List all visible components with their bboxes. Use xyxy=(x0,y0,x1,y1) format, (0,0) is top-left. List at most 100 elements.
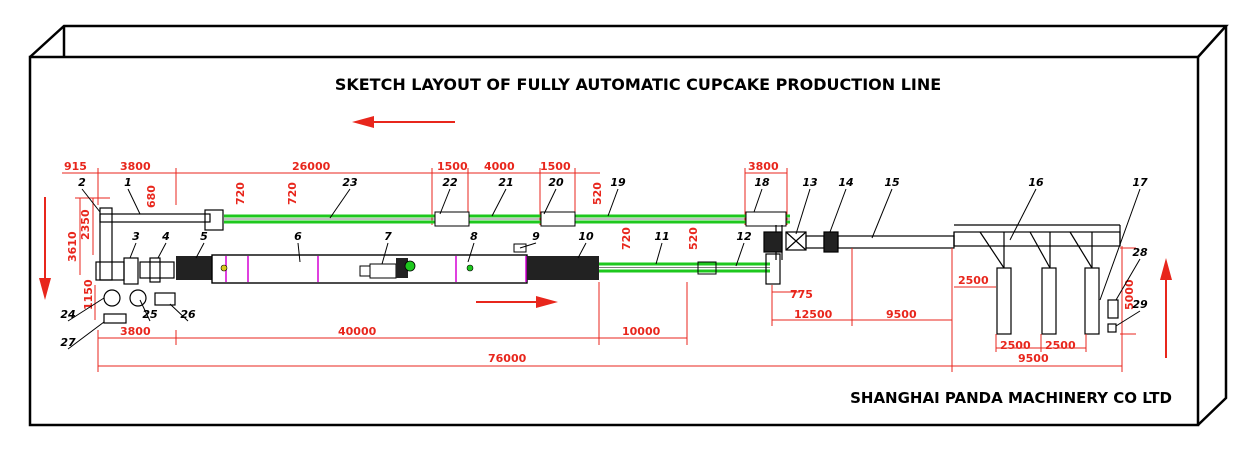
callout-18: 18 xyxy=(754,176,770,189)
dim-9500-a: 9500 xyxy=(886,308,917,321)
callout-leader-7 xyxy=(381,242,389,265)
callout-15: 15 xyxy=(884,176,900,189)
callout-19: 19 xyxy=(610,176,626,189)
callout-8: 8 xyxy=(470,230,478,243)
callout-leader-6 xyxy=(297,242,301,263)
dim-520-a: 520 xyxy=(591,182,604,205)
dim-520-b: 520 xyxy=(687,227,700,250)
callout-leader-8 xyxy=(467,242,475,263)
callout-4: 4 xyxy=(161,230,170,243)
callout-10: 10 xyxy=(578,230,594,243)
callout-27: 27 xyxy=(60,336,76,349)
dim-1150: 1150 xyxy=(82,279,95,310)
dim-40000: 40000 xyxy=(338,325,377,338)
callout-leader-4 xyxy=(157,242,167,259)
dim-2500-side: 2500 xyxy=(958,274,989,287)
callout-28: 28 xyxy=(1132,246,1148,259)
callout-leader-5 xyxy=(195,242,205,259)
dim-3800-right: 3800 xyxy=(748,160,779,173)
callout-leader-23 xyxy=(329,188,351,219)
callout-leader-27 xyxy=(67,321,105,350)
left-turn-section xyxy=(95,207,175,285)
callout-21: 21 xyxy=(498,176,513,189)
dim-2500-a: 2500 xyxy=(1000,339,1031,352)
callout-1: 1 xyxy=(124,176,132,189)
callout-leader-24 xyxy=(67,297,105,322)
callout-7: 7 xyxy=(384,230,392,243)
callout-14: 14 xyxy=(838,176,853,189)
callout-leader-17 xyxy=(1099,188,1141,301)
dim-3610: 3610 xyxy=(66,231,79,262)
dim-3800-top: 3800 xyxy=(120,160,151,173)
dim-915: 915 xyxy=(64,160,87,173)
packing-section xyxy=(763,224,1121,335)
callout-leader-1 xyxy=(127,188,141,215)
left-dimension-lines xyxy=(75,197,110,320)
top-dimension-line xyxy=(62,168,788,225)
callout-leader-3 xyxy=(129,242,137,259)
bottom-dimension-lines xyxy=(97,246,1136,372)
diagram-title: SKETCH LAYOUT OF FULLY AUTOMATIC CUPCAKE… xyxy=(335,75,941,94)
dim-9500-b: 9500 xyxy=(1018,352,1049,365)
company-name: SHANGHAI PANDA MACHINERY CO LTD xyxy=(850,389,1172,407)
callout-20: 20 xyxy=(548,176,564,189)
callout-3: 3 xyxy=(132,230,140,243)
callout-leader-10 xyxy=(577,242,587,259)
callout-leader-22 xyxy=(439,188,451,215)
callout-16: 16 xyxy=(1028,176,1044,189)
callout-leader-29 xyxy=(1115,310,1141,327)
frame-box xyxy=(28,24,1229,427)
callout-leader-16 xyxy=(1009,188,1037,241)
flow-arrow-down xyxy=(39,197,51,300)
dim-680: 680 xyxy=(145,185,158,208)
callout-leader-13 xyxy=(795,188,811,235)
callout-leader-12 xyxy=(735,242,745,267)
dim-720-a: 720 xyxy=(234,182,247,205)
dim-4000: 4000 xyxy=(484,160,515,173)
callout-29: 29 xyxy=(1132,298,1148,311)
dim-26000: 26000 xyxy=(292,160,331,173)
callout-leader-14 xyxy=(829,188,847,233)
callout-13: 13 xyxy=(802,176,818,189)
callout-leader-18 xyxy=(753,188,763,213)
callout-leader-15 xyxy=(871,188,893,239)
callout-2: 2 xyxy=(78,176,86,189)
callout-26: 26 xyxy=(180,308,196,321)
callout-25: 25 xyxy=(142,308,158,321)
dim-10000: 10000 xyxy=(622,325,661,338)
dim-2500-b: 2500 xyxy=(1045,339,1076,352)
callout-leader-21 xyxy=(491,188,507,217)
dim-5000: 5000 xyxy=(1123,279,1136,310)
lower-cooling-conveyor xyxy=(599,253,781,285)
callout-6: 6 xyxy=(294,230,302,243)
callout-leader-11 xyxy=(655,242,663,265)
callout-5: 5 xyxy=(200,230,208,243)
dim-1500-a: 1500 xyxy=(437,160,468,173)
dim-76000: 76000 xyxy=(488,352,527,365)
upper-return-conveyor xyxy=(99,209,790,260)
flow-arrow-up xyxy=(1160,258,1172,358)
callout-leader-26 xyxy=(169,303,189,322)
dim-720-c: 720 xyxy=(620,227,633,250)
callout-9: 9 xyxy=(532,230,540,243)
callout-11: 11 xyxy=(654,230,669,243)
dim-1500-b: 1500 xyxy=(540,160,571,173)
flow-arrow-left xyxy=(352,116,455,128)
callout-leader-28 xyxy=(1115,258,1141,301)
callout-24: 24 xyxy=(60,308,75,321)
callout-leader-2 xyxy=(81,188,101,213)
flow-arrow-right xyxy=(476,296,558,308)
auxiliary-equipment xyxy=(103,289,176,324)
callout-12: 12 xyxy=(736,230,752,243)
callout-22: 22 xyxy=(442,176,458,189)
dim-775: 775 xyxy=(790,288,813,301)
dim-12500: 12500 xyxy=(794,308,833,321)
callout-17: 17 xyxy=(1132,176,1148,189)
callout-leader-25 xyxy=(139,299,151,322)
callout-leader-19 xyxy=(607,188,619,217)
callout-23: 23 xyxy=(342,176,358,189)
callout-leader-9 xyxy=(519,242,537,249)
dim-720-b: 720 xyxy=(286,182,299,205)
